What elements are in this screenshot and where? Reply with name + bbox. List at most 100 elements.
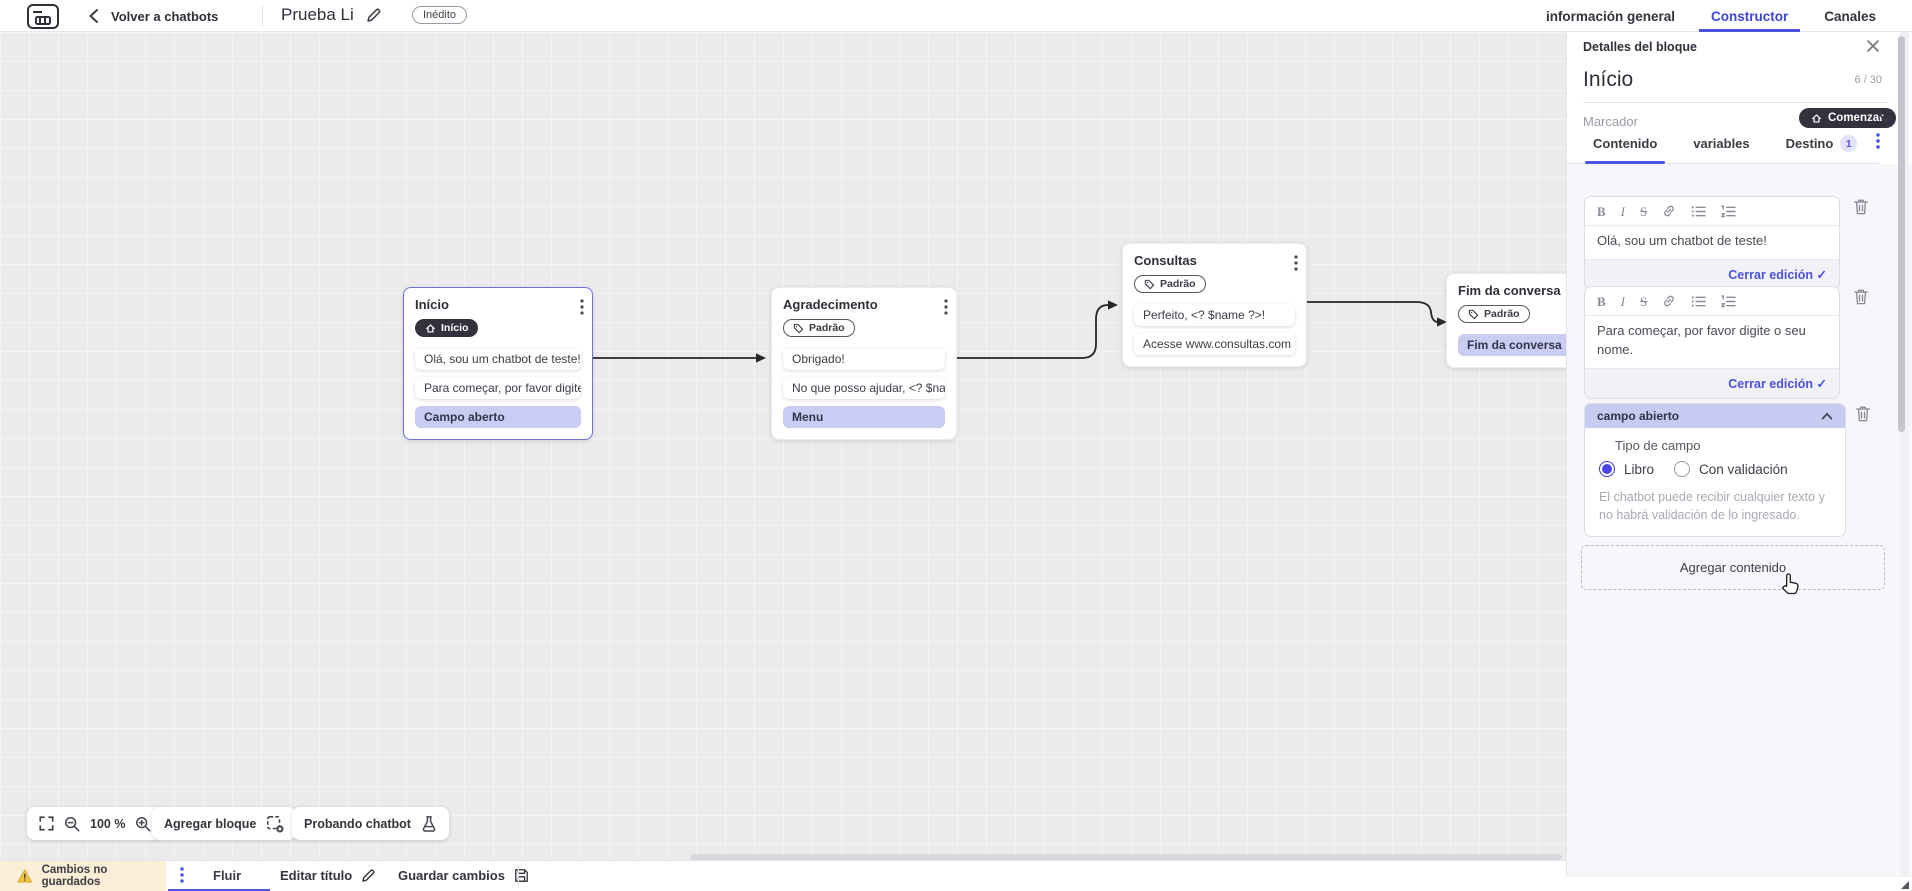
node-content-item-selected[interactable]: Menu <box>783 405 945 428</box>
trash-icon[interactable] <box>1853 198 1869 215</box>
save-icon <box>515 869 528 882</box>
bold-icon[interactable]: B <box>1597 203 1606 219</box>
open-field-header[interactable]: campo abierto <box>1585 404 1845 428</box>
strikethrough-icon[interactable]: S <box>1640 203 1648 219</box>
open-field-body: Tipo de campo Libro Con validación El ch… <box>1585 428 1845 536</box>
edit-title-button[interactable]: Editar título <box>280 868 376 883</box>
editor-footer: Cerrar edición ✓ <box>1585 258 1839 289</box>
node-content-item-selected[interactable]: Fim da conversa <box>1458 333 1566 356</box>
tab-fluir[interactable]: Fluir <box>213 868 242 883</box>
status-badge: Inédito <box>412 6 468 24</box>
node-menu-kebab-icon[interactable] <box>580 299 584 315</box>
message-text[interactable]: Olá, sou um chatbot de teste! <box>1585 226 1839 259</box>
rich-text-toolbar: B I S <box>1585 197 1839 226</box>
node-menu-kebab-icon[interactable] <box>944 299 948 315</box>
panel-scrollbar-track[interactable] <box>1898 32 1909 877</box>
marker-label: Marcador <box>1583 114 1638 129</box>
test-chatbot-button[interactable]: Probando chatbot <box>292 807 449 840</box>
node-content-item[interactable]: Acesse www.consultas.com par... <box>1134 332 1295 355</box>
add-content-button[interactable]: Agregar contenido <box>1581 545 1885 590</box>
active-tab-indicator <box>1585 161 1665 164</box>
close-edit-button[interactable]: Cerrar edición ✓ <box>1728 267 1827 282</box>
close-edit-button[interactable]: Cerrar edición ✓ <box>1728 376 1827 391</box>
resize-grip[interactable] <box>1901 881 1909 889</box>
divider <box>1583 102 1889 103</box>
link-icon[interactable] <box>1662 294 1676 308</box>
flask-icon <box>421 815 437 832</box>
field-type-label: Tipo de campo <box>1615 438 1701 453</box>
node-content-item[interactable]: Perfeito, <? $name ?>! <box>1134 303 1295 326</box>
unsaved-changes-chip: Cambios no guardados <box>0 861 166 891</box>
node-type-badge: Padrão <box>1458 305 1530 323</box>
node-title: Agradecimento <box>783 297 878 312</box>
block-name-counter: 6 / 30 <box>1854 74 1882 86</box>
node-content-item-selected[interactable]: Campo aberto <box>415 405 581 428</box>
radio-selected-icon[interactable] <box>1599 461 1615 477</box>
edit-title-pencil-icon[interactable] <box>366 7 382 23</box>
node-fim-da-conversa[interactable]: Fim da conversa Padrão Fim da conversa <box>1446 273 1566 368</box>
top-tabs: información general Constructor Canales <box>1546 0 1876 32</box>
tab-constructor[interactable]: Constructor <box>1698 0 1801 32</box>
zoom-toolbar: 100 % <box>27 807 164 840</box>
trash-icon[interactable] <box>1853 288 1869 305</box>
numbered-list-icon[interactable] <box>1721 294 1736 308</box>
flow-connectors <box>593 300 1447 363</box>
flow-tab-kebab-icon[interactable] <box>180 867 184 883</box>
chevron-down-icon[interactable] <box>1879 114 1892 123</box>
panel-scrollbar-thumb[interactable] <box>1898 36 1905 432</box>
node-content-item[interactable]: No que posso ajudar, <? $name ... <box>783 376 945 399</box>
message-text[interactable]: Para começar, por favor digite o seu nom… <box>1585 316 1839 368</box>
node-type-badge: Padrão <box>783 319 855 337</box>
node-consultas[interactable]: Consultas Padrão Perfeito, <? $name ?>! … <box>1122 243 1307 367</box>
node-title: Consultas <box>1134 253 1197 268</box>
bold-icon[interactable]: B <box>1597 293 1606 309</box>
strikethrough-icon[interactable]: S <box>1640 293 1648 309</box>
zoom-out-icon[interactable] <box>64 816 80 832</box>
node-content-item[interactable]: Para começar, por favor digite o ... <box>415 376 581 399</box>
fullscreen-icon[interactable] <box>39 816 54 831</box>
link-icon[interactable] <box>1662 204 1676 218</box>
chevron-up-icon[interactable] <box>1821 412 1833 420</box>
unsaved-changes-label: Cambios no guardados <box>41 864 108 888</box>
italic-icon[interactable]: I <box>1620 293 1626 309</box>
tab-canales[interactable]: Canales <box>1824 8 1876 24</box>
radio-option-con-validacion[interactable]: Con validación <box>1674 461 1788 477</box>
canvas-horizontal-scrollbar[interactable] <box>690 854 1562 860</box>
test-chatbot-label: Probando chatbot <box>304 816 411 831</box>
node-content-item[interactable]: Obrigado! <box>783 347 945 370</box>
bullet-list-icon[interactable] <box>1691 295 1706 308</box>
node-inicio[interactable]: Início Início Olá, sou um chatbot de tes… <box>403 287 593 440</box>
radio-unselected-icon[interactable] <box>1674 461 1691 477</box>
tag-icon <box>1468 309 1479 319</box>
flow-canvas[interactable]: Início Início Olá, sou um chatbot de tes… <box>0 32 1566 860</box>
marker-value-button[interactable]: Comenzar <box>1799 108 1896 128</box>
rich-text-toolbar: B I S <box>1585 287 1839 316</box>
panel-menu-kebab-icon[interactable] <box>1876 133 1880 149</box>
save-changes-button[interactable]: Guardar cambios <box>398 868 529 883</box>
italic-icon[interactable]: I <box>1620 203 1626 219</box>
content-editor-1[interactable]: B I S Olá, sou um chatbot de teste! Cerr… <box>1584 196 1840 290</box>
zoom-in-icon[interactable] <box>135 816 151 832</box>
node-type-badge: Padrão <box>1134 275 1206 293</box>
trash-icon[interactable] <box>1855 405 1871 422</box>
add-block-button[interactable]: Agregar bloque <box>152 807 297 840</box>
close-icon[interactable] <box>1866 39 1880 53</box>
tab-contenido[interactable]: Contenido <box>1593 136 1658 151</box>
node-title: Início <box>415 297 449 312</box>
back-to-chatbots-button[interactable]: Volver a chatbots <box>88 8 218 24</box>
tab-variables[interactable]: variables <box>1693 136 1750 151</box>
tab-informacion-general[interactable]: información general <box>1545 8 1675 24</box>
numbered-list-icon[interactable] <box>1721 204 1736 218</box>
node-agradecimento[interactable]: Agradecimento Padrão Obrigado! No que po… <box>771 287 957 440</box>
divider <box>1567 163 1879 164</box>
open-field-section: campo abierto Tipo de campo Libro Con va… <box>1584 403 1846 538</box>
radio-option-libro[interactable]: Libro <box>1599 461 1654 477</box>
bullet-list-icon[interactable] <box>1691 205 1706 218</box>
home-icon <box>1811 113 1822 123</box>
content-editor-2[interactable]: B I S Para começar, por favor digite o s… <box>1584 286 1840 399</box>
block-name: Início <box>1583 68 1634 91</box>
node-menu-kebab-icon[interactable] <box>1294 255 1298 271</box>
node-content-item[interactable]: Olá, sou um chatbot de teste! <box>415 347 581 370</box>
